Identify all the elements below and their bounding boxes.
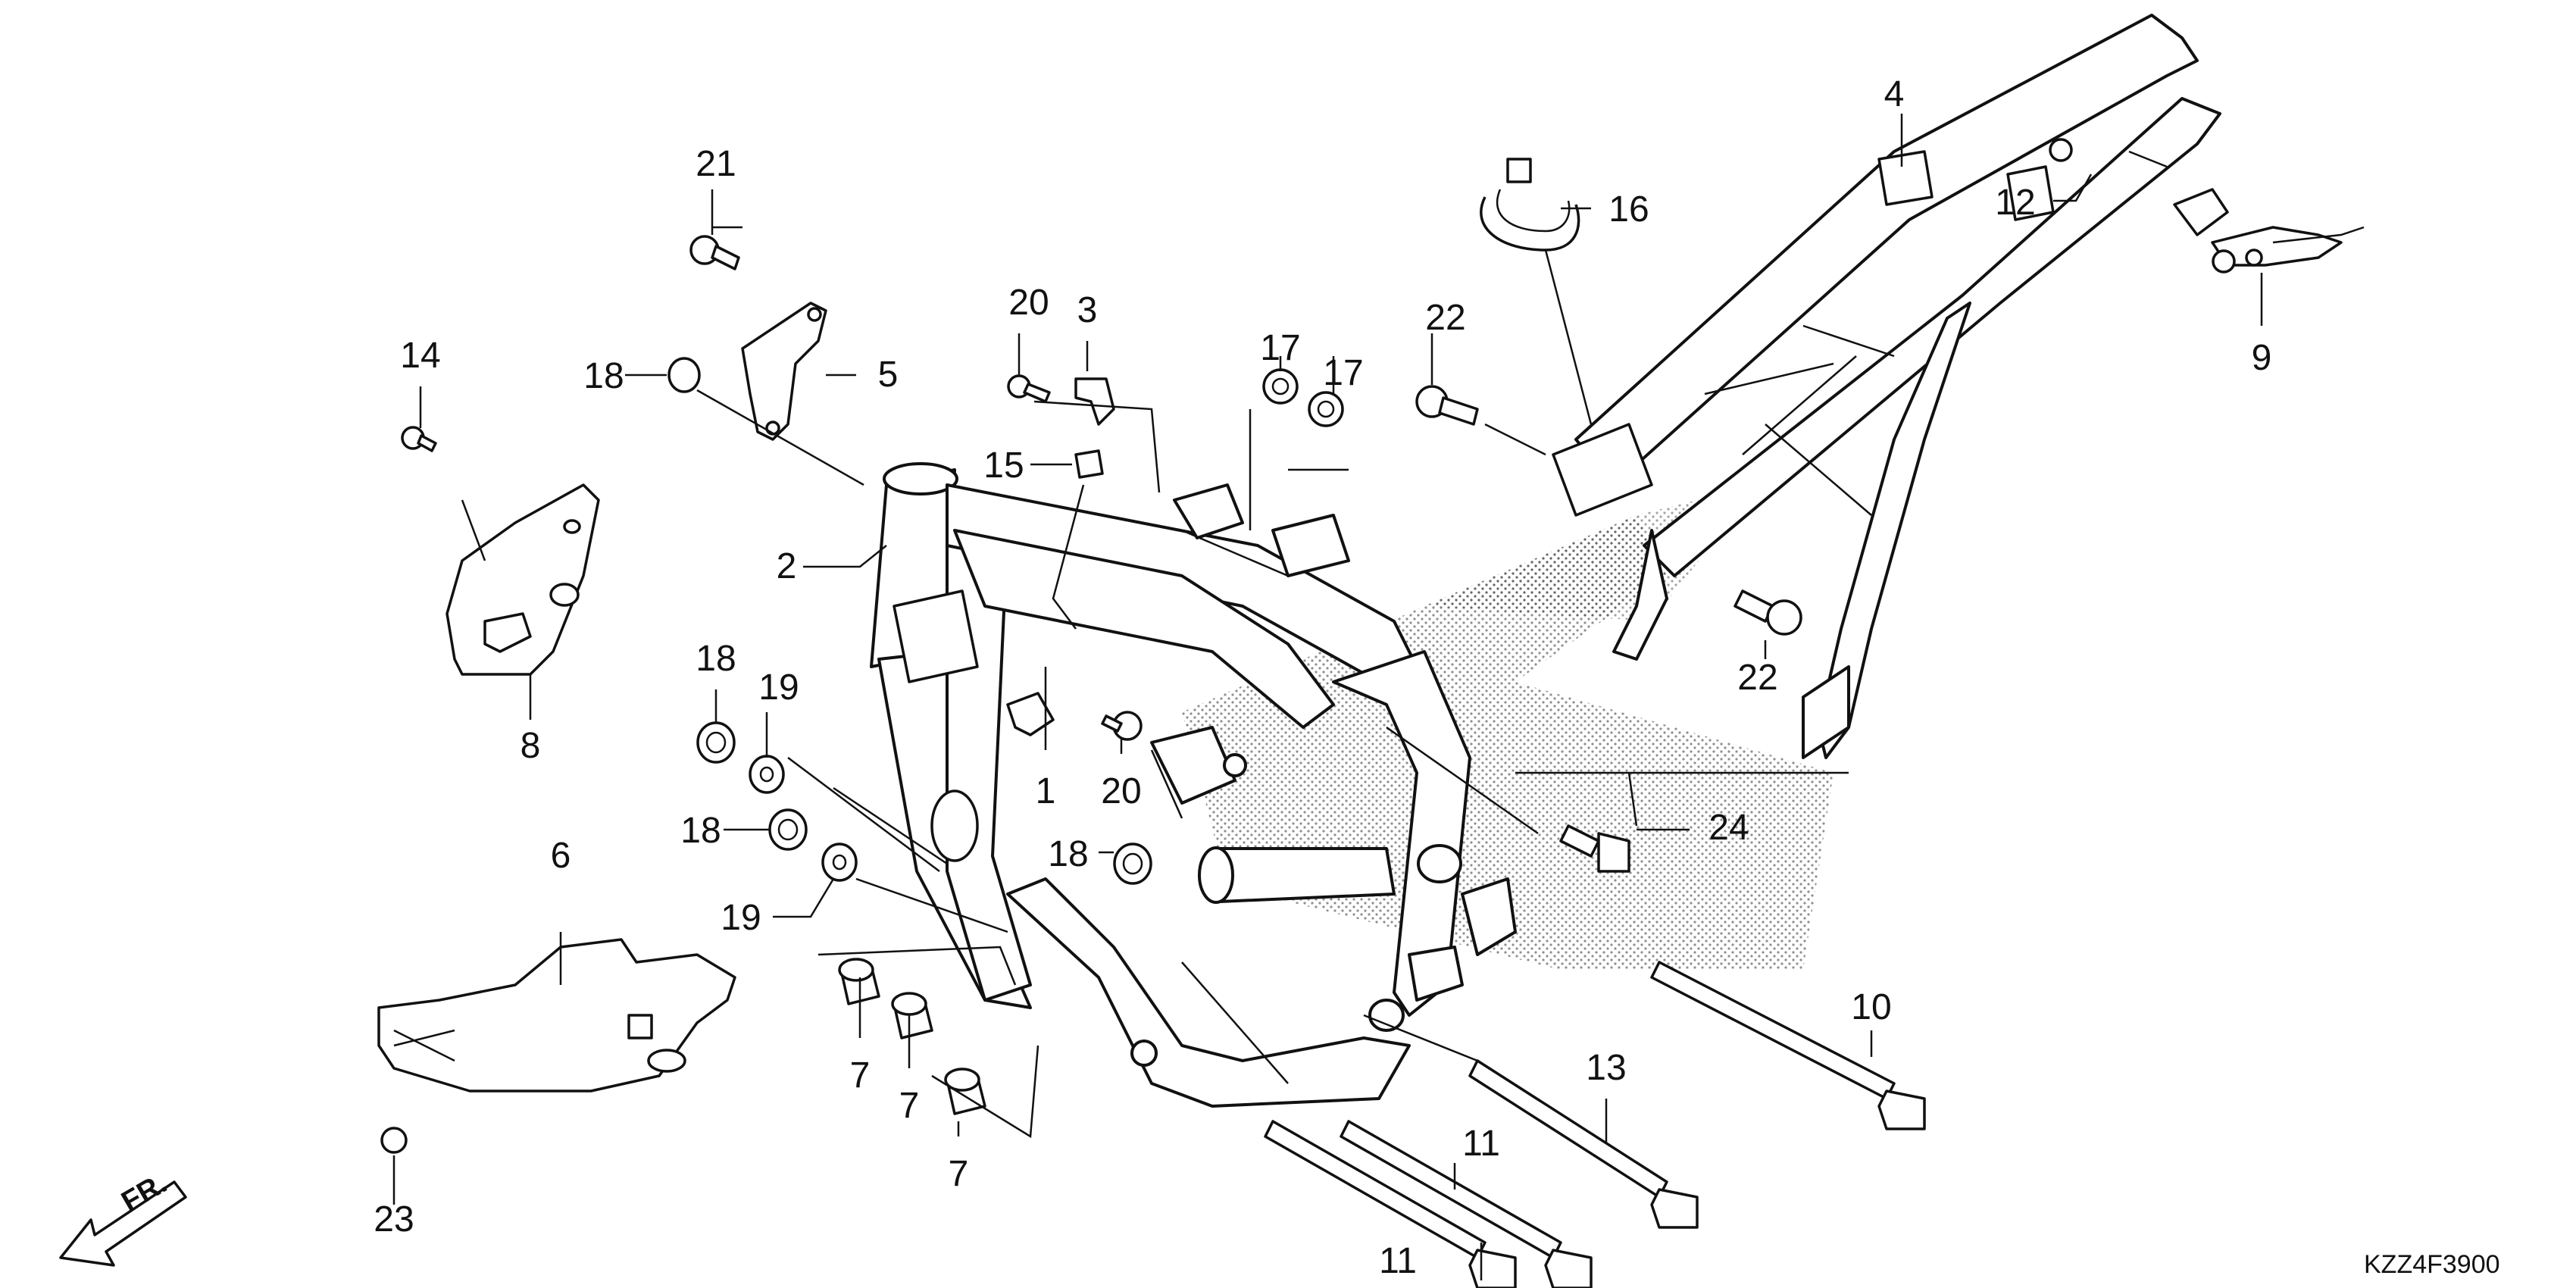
callout-19b: 19: [721, 898, 761, 938]
callout-19a: 19: [758, 667, 799, 708]
rear-subframe: [1552, 14, 2221, 759]
callout-2: 2: [777, 546, 797, 586]
callout-7c: 7: [949, 1154, 969, 1194]
nut-17-b: [1308, 391, 1344, 427]
part-skid-plate-6: [377, 938, 736, 1093]
callout-11a: 11: [1462, 1124, 1500, 1164]
bolt-13: [1468, 1059, 1699, 1229]
callout-12: 12: [1995, 183, 2035, 223]
callout-3: 3: [1077, 290, 1098, 330]
nut-18-c: [768, 808, 808, 851]
callout-15: 15: [983, 445, 1024, 486]
part-clamp-16: [1480, 158, 1580, 252]
callout-5: 5: [878, 355, 899, 395]
main-frame: [870, 462, 1517, 1108]
callout-24: 24: [1708, 808, 1749, 848]
collar-7-b: [891, 992, 933, 1039]
callout-1: 1: [1036, 771, 1056, 811]
clip-15: [1074, 449, 1104, 479]
callout-20a: 20: [1008, 283, 1049, 323]
callout-22b: 22: [1737, 658, 1777, 698]
front-direction-marker: FR.: [59, 1168, 187, 1267]
callout-4: 4: [1884, 74, 1905, 114]
bolt-20-lower: [1101, 711, 1143, 741]
callout-14: 14: [400, 336, 440, 376]
nut-18-a: [667, 357, 701, 393]
bolt-22-upper: [1415, 385, 1479, 426]
clip-3: [1074, 377, 1115, 426]
bolt-10: [1650, 961, 1926, 1130]
callout-21: 21: [696, 144, 736, 184]
part-side-cover-8: [445, 483, 600, 676]
callout-17a: 17: [1260, 328, 1300, 368]
bolt-11-upper: [1340, 1120, 1593, 1288]
callout-8: 8: [521, 726, 541, 766]
bolt-22-lower: [1733, 589, 1802, 636]
bolt-20-upper: [1007, 374, 1051, 403]
callout-17b: 17: [1323, 353, 1363, 393]
callout-6: 6: [551, 836, 571, 876]
part-bracket-5: [741, 302, 827, 441]
leader-lines: [392, 114, 2263, 1280]
collar-7-c: [944, 1068, 986, 1115]
callout-13: 13: [1586, 1048, 1626, 1088]
bolt-23: [380, 1127, 408, 1154]
callout-9: 9: [2252, 338, 2272, 378]
callout-18d: 18: [1048, 834, 1088, 874]
clip-1: [1006, 692, 1055, 736]
nut-18-b: [696, 721, 736, 764]
callout-7b: 7: [899, 1086, 920, 1126]
nut-18-d: [1113, 843, 1152, 885]
washer-19-b: [821, 843, 858, 882]
callout-7a: 7: [850, 1055, 871, 1096]
callout-20b: 20: [1101, 771, 1141, 811]
callout-16: 16: [1608, 189, 1649, 230]
bolt-12: [2049, 138, 2073, 162]
callout-18b: 18: [696, 639, 736, 679]
callout-10: 10: [1851, 987, 1891, 1027]
bolt-24: [1559, 824, 1630, 873]
callout-18a: 18: [583, 356, 624, 396]
washer-19-a: [749, 755, 785, 794]
callout-18c: 18: [680, 811, 721, 851]
callout-23: 23: [374, 1199, 414, 1240]
callout-11b: 11: [1379, 1241, 1417, 1281]
bolt-14: [401, 426, 437, 452]
bolt-21: [689, 235, 740, 270]
callout-22a: 22: [1425, 298, 1465, 338]
callout-labels: 1 2 3 4 5 6 7 7 7 8 9 10 11 11 12 13 14 …: [374, 74, 2271, 1281]
nut-17-a: [1262, 368, 1299, 405]
diagram-code: KZZ4F3900: [2364, 1250, 2500, 1279]
part-wire-harness-9: [2173, 188, 2365, 274]
